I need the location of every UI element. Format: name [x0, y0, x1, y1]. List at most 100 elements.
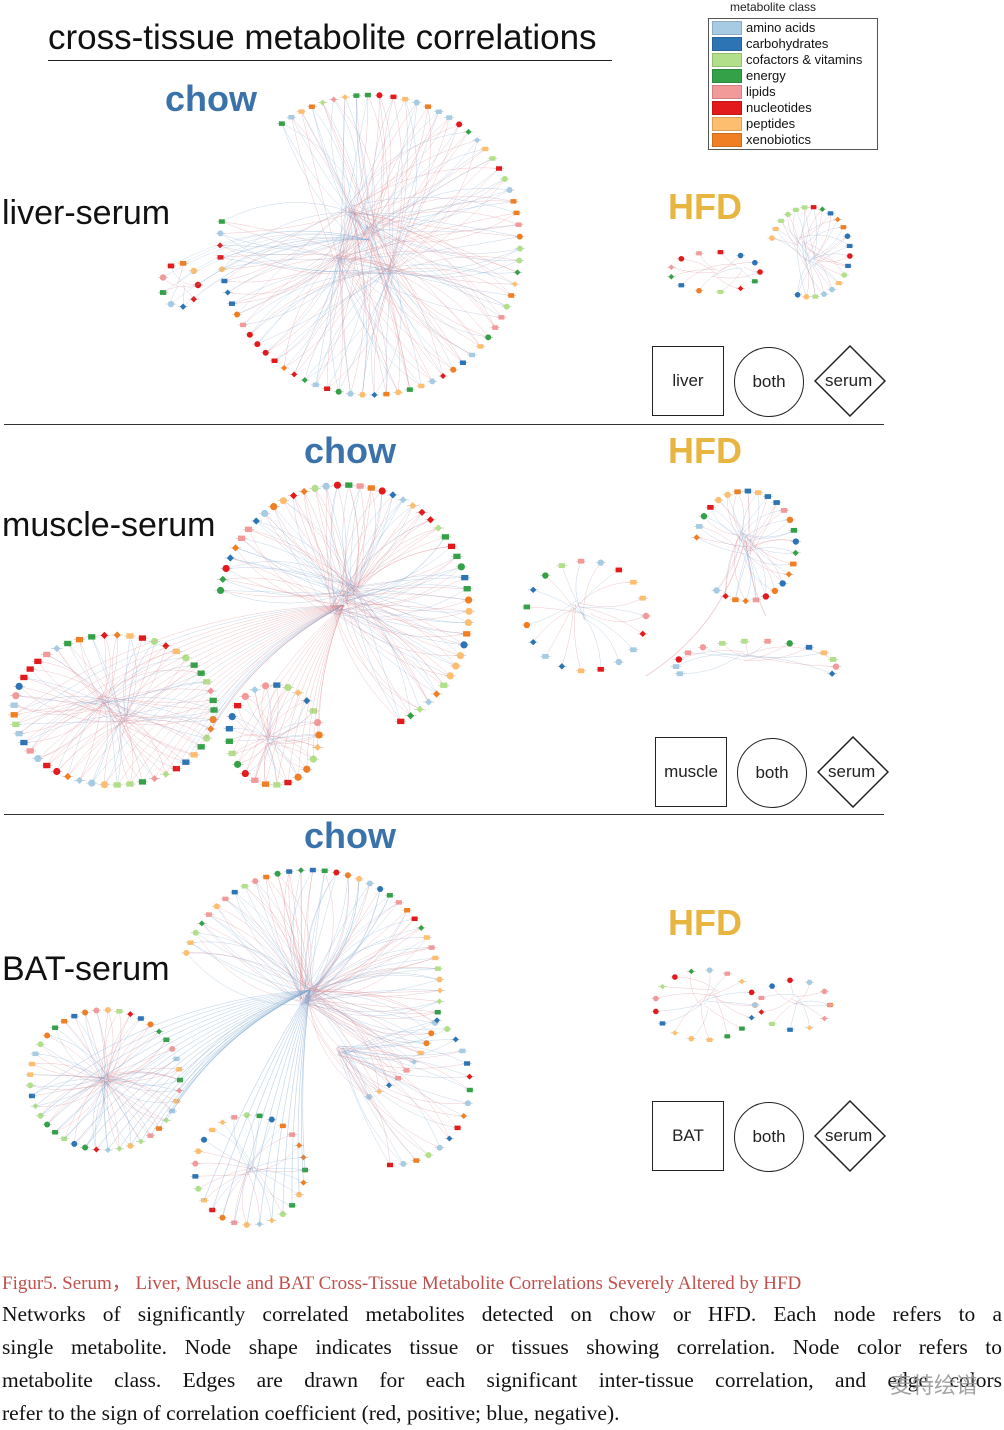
correlation-edge [46, 1078, 102, 1125]
correlation-edge [249, 271, 391, 335]
shape-key-diamond [814, 345, 886, 417]
correlation-edge [801, 241, 833, 290]
metabolite-node [378, 487, 386, 495]
metabolite-node [542, 654, 549, 659]
correlation-edge [35, 1083, 105, 1107]
correlation-edge [367, 212, 517, 243]
figure-title: cross-tissue metabolite correlations [48, 18, 597, 57]
correlation-edge [358, 592, 401, 722]
correlation-edge [343, 111, 440, 262]
correlation-edge [307, 927, 422, 1003]
metabolite-node [284, 683, 292, 692]
correlation-edge [337, 1047, 429, 1156]
metabolite-node [390, 94, 397, 100]
correlation-edge [304, 265, 394, 381]
metabolite-node [209, 1127, 216, 1133]
metabolite-node [377, 885, 384, 892]
correlation-edge [122, 637, 143, 722]
correlation-edge [257, 208, 354, 345]
correlation-edge [35, 1053, 106, 1084]
correlation-edge [700, 970, 711, 1006]
correlation-edge [747, 555, 757, 600]
correlation-edge [355, 95, 395, 267]
metabolite-node [452, 662, 460, 670]
metabolite-node [341, 94, 348, 101]
correlation-edge [234, 891, 315, 989]
correlation-edge [67, 643, 123, 724]
correlation-edge [107, 1024, 151, 1080]
legend-label: lipids [746, 84, 776, 99]
correlation-edge [739, 538, 776, 591]
correlation-edge [392, 178, 505, 269]
correlation-edge [221, 221, 392, 266]
correlation-edge [353, 214, 496, 328]
metabolite-node [347, 390, 354, 397]
correlation-edge [761, 996, 794, 1013]
correlation-edge [342, 519, 431, 597]
correlation-edge [292, 870, 302, 997]
correlation-edge [256, 520, 350, 587]
correlation-edge [371, 228, 507, 307]
correlation-edge [303, 1002, 399, 1079]
correlation-edge [356, 512, 423, 586]
correlation-edge [100, 1078, 180, 1091]
correlation-edge [338, 102, 417, 264]
legend-box: amino acids carbohydrates cofactors & vi… [708, 18, 878, 150]
correlation-edge [345, 546, 452, 600]
correlation-edge [244, 886, 312, 989]
correlation-edge [330, 209, 355, 392]
correlation-edge [305, 1001, 440, 1013]
metabolite-node [417, 1050, 424, 1056]
metabolite-node [297, 867, 304, 874]
correlation-edge [333, 608, 461, 656]
correlation-edge [795, 240, 849, 267]
correlation-edge [308, 888, 381, 1001]
legend-swatch [712, 132, 742, 147]
correlation-edge [301, 989, 311, 1183]
metabolite-node [758, 995, 765, 1001]
correlation-edge [84, 1082, 106, 1148]
metabolite-node [173, 1098, 180, 1104]
correlation-edge [126, 645, 167, 720]
correlation-edge [301, 111, 355, 213]
correlation-edge [231, 270, 387, 304]
correlation-edge [330, 485, 338, 606]
correlation-edge [235, 547, 340, 604]
correlation-edge [805, 209, 823, 261]
metabolite-node [672, 664, 680, 670]
correlation-edge [741, 534, 783, 584]
metabolite-node [312, 382, 319, 388]
metabolite-node [542, 572, 549, 579]
correlation-edge [338, 1039, 456, 1060]
metabolite-node [300, 1154, 307, 1161]
correlation-edge [128, 681, 207, 718]
correlation-edge [309, 1004, 370, 1098]
correlation-edge [749, 502, 777, 555]
correlation-edge [374, 226, 464, 363]
correlation-edge [265, 876, 308, 994]
metabolite-node [737, 252, 744, 259]
correlation-edge [338, 270, 391, 392]
metabolite-node [367, 485, 375, 491]
correlation-edge [796, 242, 807, 297]
correlation-edge [338, 1028, 448, 1049]
correlation-edge [346, 597, 421, 710]
correlation-edge [244, 886, 312, 986]
hfd-label: HFD [668, 430, 742, 471]
metabolite-node [465, 607, 473, 615]
correlation-edge [571, 609, 634, 650]
metabolite-node [786, 640, 793, 647]
correlation-edge [346, 603, 429, 703]
correlation-edge [158, 989, 311, 1129]
metabolite-node [411, 1058, 418, 1065]
correlation-edge [351, 210, 481, 347]
correlation-edge [674, 990, 718, 1034]
correlation-edge [334, 499, 404, 615]
correlation-edge [105, 1080, 167, 1121]
correlation-edge [326, 271, 390, 389]
metabolite-node [273, 682, 281, 688]
correlation-edge [304, 957, 436, 1000]
metabolite-node [779, 580, 786, 587]
metabolite-node [138, 779, 147, 785]
muscle-chow-network [8, 481, 475, 789]
